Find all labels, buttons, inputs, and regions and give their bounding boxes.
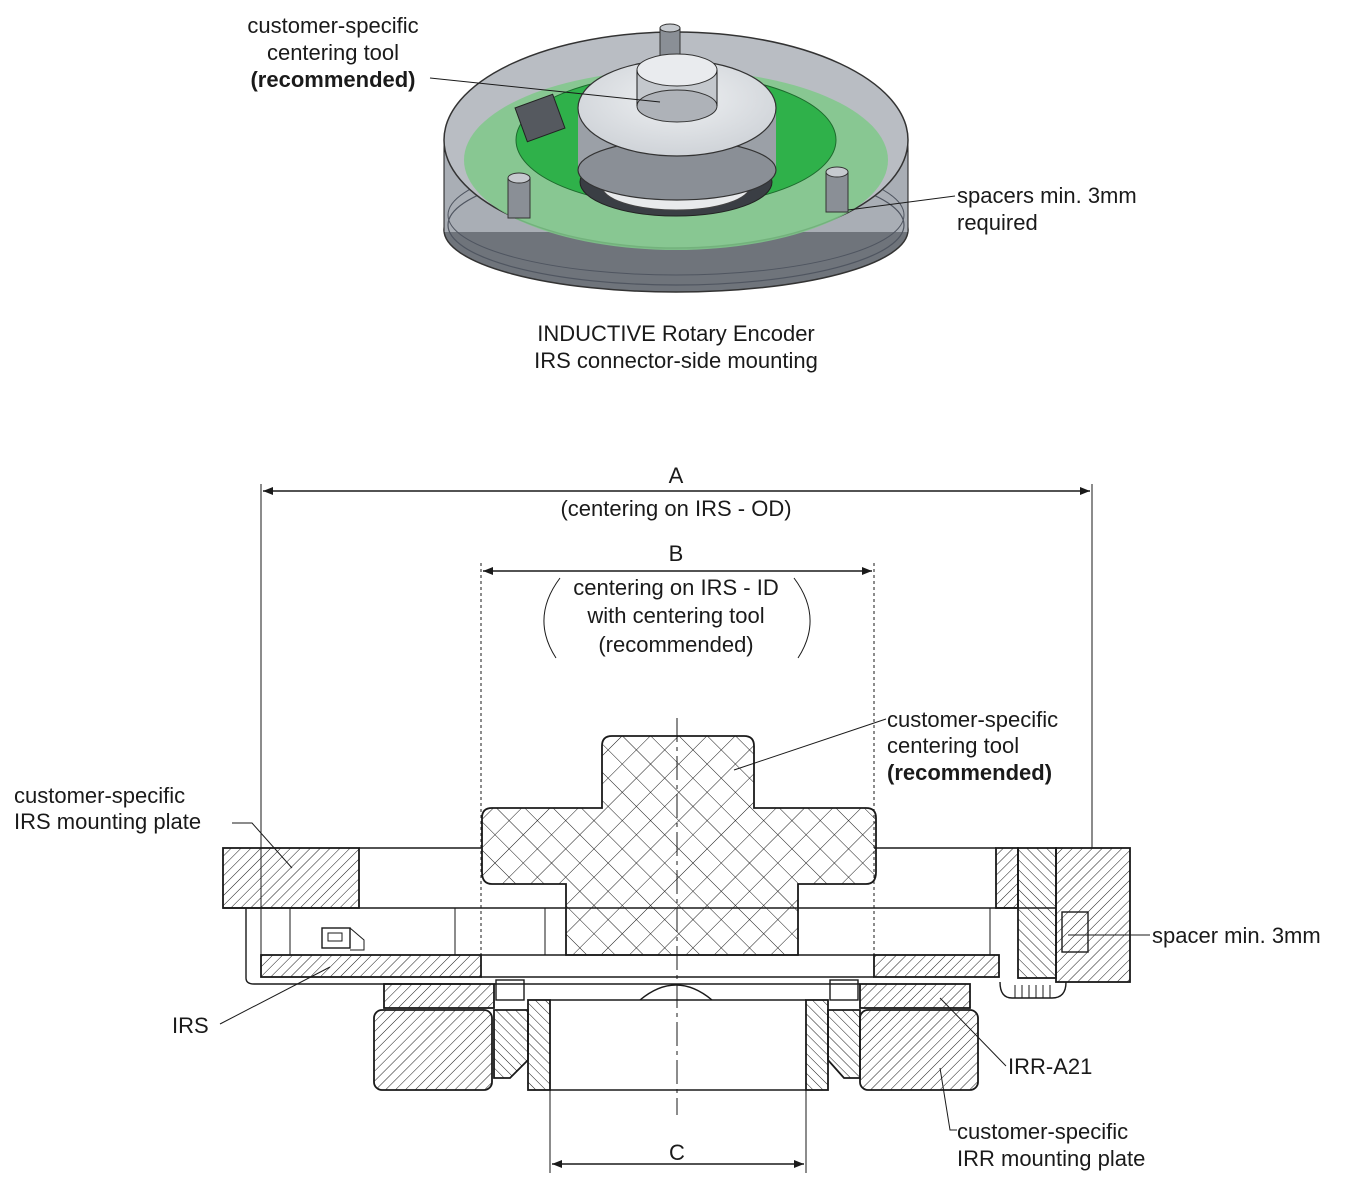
irr-plate-callout: customer-specific xyxy=(957,1119,1128,1144)
irr-mounting-plate xyxy=(373,984,979,1091)
rotor-screw-left xyxy=(493,979,529,1079)
rotor-screw-right xyxy=(827,979,861,1079)
iso-spacers-label: spacers min. 3mm xyxy=(957,183,1137,208)
irs-sensor xyxy=(260,927,1000,978)
dim-b-note: with centering tool xyxy=(586,603,764,628)
iso-connector xyxy=(514,93,566,143)
irs-plate-callout: IRS mounting plate xyxy=(14,809,201,834)
irr-rotor xyxy=(383,983,971,1009)
dim-a-note: (centering on IRS - OD) xyxy=(560,496,791,521)
dimension-b: B centering on IRS - ID with centering t… xyxy=(480,541,875,975)
iso-encoder-render xyxy=(443,23,909,293)
tool-callout: (recommended) xyxy=(887,760,1052,785)
dimension-a: A (centering on IRS - OD) xyxy=(260,463,1093,975)
spacer-and-screw xyxy=(999,847,1089,999)
irs-callout: IRS xyxy=(172,1013,209,1038)
iso-caption: INDUCTIVE Rotary Encoder xyxy=(537,321,815,346)
iso-spacers-label: required xyxy=(957,210,1038,235)
dim-b-note: (recommended) xyxy=(598,632,753,657)
irr-plate-callout: IRR mounting plate xyxy=(957,1146,1145,1171)
dim-b-letter: B xyxy=(669,541,684,566)
iso-spacer-back xyxy=(659,23,681,59)
iso-tool-label: (recommended) xyxy=(250,67,415,92)
spacer-callout: spacer min. 3mm xyxy=(1152,923,1321,948)
dimension-c: C xyxy=(549,1090,807,1173)
tool-callout: centering tool xyxy=(887,733,1019,758)
tool-callout: customer-specific xyxy=(887,707,1058,732)
iso-caption: IRS connector-side mounting xyxy=(534,348,818,373)
iso-tool-label: centering tool xyxy=(267,40,399,65)
centering-tool-section xyxy=(481,735,877,956)
iso-spacer-right xyxy=(825,166,849,213)
iso-tool-label: customer-specific xyxy=(247,13,418,38)
irr-callout: IRR-A21 xyxy=(1008,1054,1092,1079)
irs-plate-callout: customer-specific xyxy=(14,783,185,808)
iso-spacer-left xyxy=(507,172,531,219)
dim-c-letter: C xyxy=(669,1140,685,1165)
dim-a-letter: A xyxy=(669,463,684,488)
dim-b-note: centering on IRS - ID xyxy=(573,575,778,600)
